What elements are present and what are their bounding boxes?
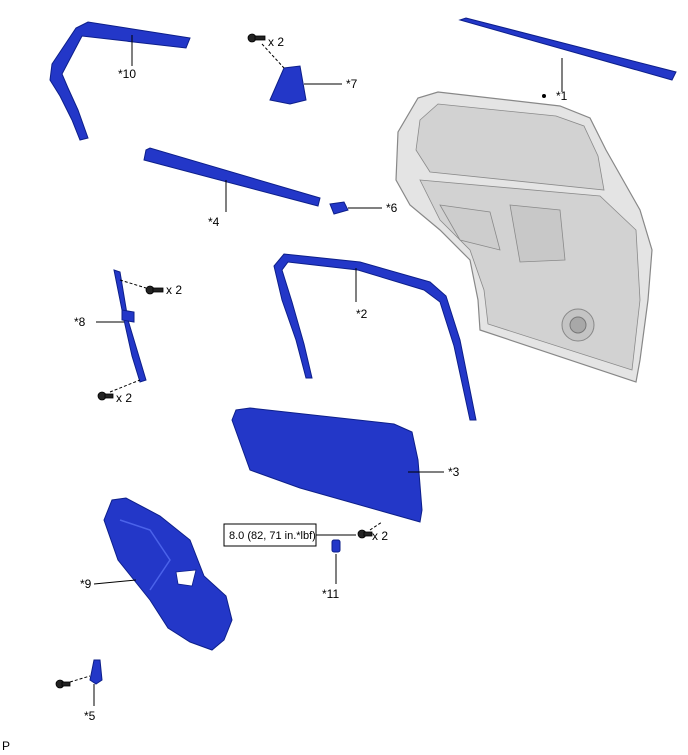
part-10-upper-frame — [49, 21, 191, 141]
bolt-icon — [357, 529, 373, 539]
screw-icon — [97, 391, 114, 401]
part-5-bracket — [89, 659, 103, 685]
part-2-run-channel — [273, 253, 477, 421]
part-7-corner-piece — [269, 65, 307, 105]
screw-icon — [247, 33, 266, 43]
label-part-3: *3 — [448, 465, 460, 479]
qty-part-8-top: x 2 — [166, 283, 182, 297]
qty-part-8-bottom: x 2 — [116, 391, 132, 405]
bolt-icon — [55, 679, 71, 689]
rear-door-panel — [395, 91, 653, 383]
corner-mark: P — [2, 739, 10, 753]
label-part-6: *6 — [386, 201, 398, 215]
qty-part-3: x 2 — [372, 529, 388, 543]
label-part-1: *1 — [556, 89, 568, 103]
screw-icon — [145, 285, 164, 295]
part-11-stopper — [331, 539, 341, 553]
label-part-2: *2 — [356, 307, 368, 321]
qty-part-7: x 2 — [268, 35, 284, 49]
part-8-rear-channel — [113, 269, 147, 383]
part-1-belt-moulding — [458, 17, 677, 81]
part-6-clip — [329, 201, 349, 215]
part-3-door-glass — [231, 407, 423, 523]
torque-spec: 8.0 (82, 71 in.*lbf) — [229, 530, 316, 542]
label-part-11: *11 — [322, 587, 339, 601]
label-part-7: *7 — [346, 77, 358, 91]
label-part-8: *8 — [74, 315, 86, 329]
part-9-window-regulator — [103, 497, 233, 651]
label-part-10: *10 — [118, 67, 136, 81]
bullet-dot — [542, 94, 546, 98]
label-part-4: *4 — [208, 215, 220, 229]
label-part-9: *9 — [80, 577, 92, 591]
part-4-weatherstrip — [143, 147, 321, 207]
label-part-5: *5 — [84, 709, 96, 723]
